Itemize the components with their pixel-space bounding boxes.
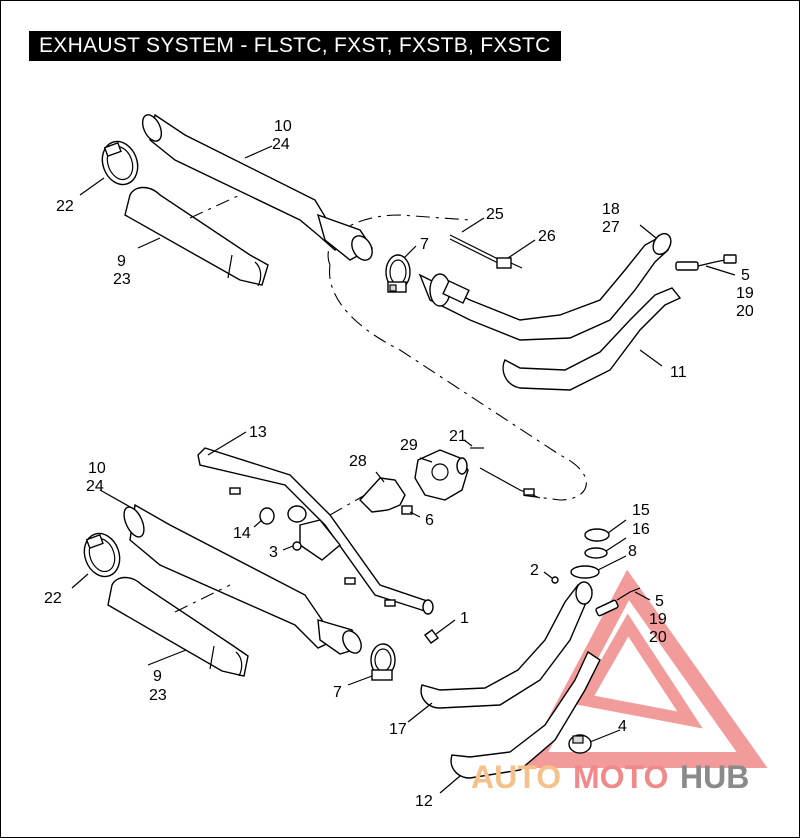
clamp-upper-7 (385, 254, 411, 293)
callout-labels: 10 24 22 9 23 7 25 26 18 27 5 19 20 11 1… (44, 118, 754, 810)
callout-20-lower: 20 (649, 629, 667, 646)
callout-10-lower: 10 (88, 460, 106, 477)
callout-27: 27 (602, 219, 620, 236)
grommet-14 (259, 507, 275, 525)
heat-shield-lower (107, 576, 249, 677)
oxygen-sensor-upper (675, 254, 737, 271)
clamp-4 (568, 734, 592, 754)
callout-16: 16 (632, 521, 650, 538)
callout-21: 21 (449, 428, 467, 445)
clamp-lower-7 (370, 643, 396, 681)
callout-23-upper: 23 (113, 271, 131, 288)
bracket-plate-3 (299, 519, 341, 561)
callout-13: 13 (249, 424, 267, 441)
upper-dashed-connector (327, 214, 587, 501)
muffler-lower (123, 503, 362, 655)
lower-assembly (83, 447, 641, 779)
callout-15: 15 (632, 502, 650, 519)
front-header-pipe-lower (450, 650, 601, 779)
bolt-6 (401, 505, 413, 515)
callout-28: 28 (349, 453, 367, 470)
bracket-13 (197, 447, 434, 615)
callout-12: 12 (415, 793, 433, 810)
bolt-1 (424, 629, 439, 644)
callout-26: 26 (538, 228, 556, 245)
actuator-29 (414, 449, 469, 501)
rear-header-pipe (418, 232, 672, 341)
callout-7-upper: 7 (420, 236, 429, 253)
callout-8: 8 (628, 543, 637, 560)
nut-2 (551, 576, 559, 584)
callout-19-upper: 19 (736, 285, 754, 302)
callout-19-lower: 19 (649, 611, 667, 628)
callout-6: 6 (425, 512, 434, 529)
callout-9-upper: 9 (117, 253, 126, 270)
callout-4: 4 (618, 718, 627, 735)
callout-11: 11 (670, 364, 687, 381)
bolt-26 (496, 257, 523, 269)
callout-18: 18 (602, 201, 620, 218)
rear-header-pipe-lower (420, 581, 593, 709)
callout-29: 29 (400, 437, 418, 454)
callout-24-lower: 24 (86, 478, 104, 495)
callout-22-lower: 22 (44, 590, 62, 607)
callout-20-upper: 20 (736, 303, 754, 320)
watermark-inner-triangle-icon (575, 613, 703, 729)
upper-assembly (101, 113, 737, 501)
bracket-28 (359, 477, 406, 513)
flange-8 (570, 565, 600, 579)
callout-9-lower: 9 (153, 668, 162, 685)
callout-23-lower: 23 (149, 687, 167, 704)
callout-3: 3 (269, 544, 278, 561)
watermark-wordmark: AUTO MOTO HUB (471, 759, 749, 795)
callout-5-lower: 5 (655, 593, 664, 610)
muffler-upper (141, 113, 374, 261)
callout-14: 14 (233, 525, 251, 542)
watermark-text-moto: MOTO (573, 759, 668, 795)
leader-lines (71, 145, 736, 794)
callout-10-upper: 10 (274, 118, 292, 135)
page-title: EXHAUST SYSTEM - FLSTC, FXST, FXSTB, FXS… (29, 31, 561, 61)
watermark-text-auto: AUTO (471, 759, 561, 795)
gasket-15 (584, 528, 610, 542)
clamp-lower-22 (83, 532, 121, 578)
front-header-pipe-upper (502, 287, 682, 391)
callout-1: 1 (460, 610, 469, 627)
watermark-text-hub: HUB (680, 759, 749, 795)
callout-22-upper: 22 (56, 198, 74, 215)
callout-5-upper: 5 (741, 267, 750, 284)
gasket-16 (584, 547, 608, 559)
oxygen-sensor-lower (595, 587, 641, 617)
washer-3 (292, 541, 302, 551)
heat-shield-upper (124, 186, 269, 287)
callout-24-upper: 24 (272, 136, 290, 153)
callout-7-lower: 7 (333, 684, 342, 701)
callout-2: 2 (530, 562, 539, 579)
rod-25 (449, 234, 501, 261)
callout-17: 17 (389, 721, 407, 738)
callout-25: 25 (486, 206, 504, 223)
clamp-upper-22 (101, 140, 139, 186)
